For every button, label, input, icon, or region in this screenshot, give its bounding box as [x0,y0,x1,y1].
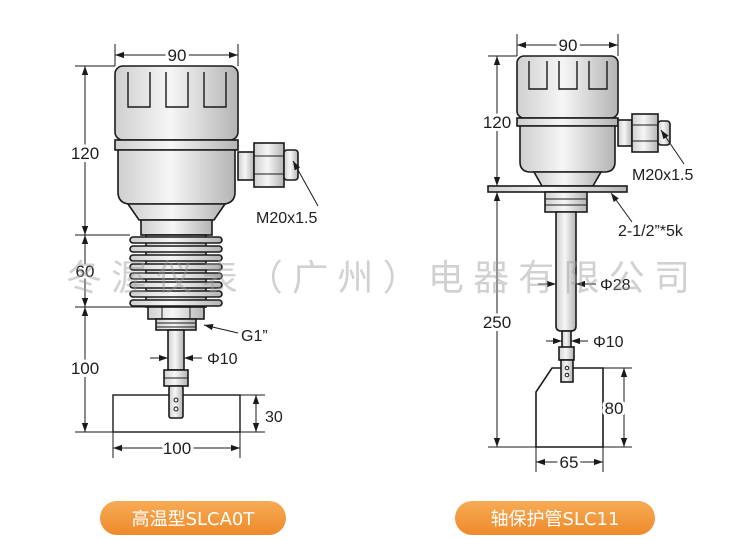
housing-body [117,149,236,205]
left-model-drawing: 90 120 60 100 30 100 Φ10 G1” M20x1.5 [68,43,319,461]
dim-housing-width: 90 [559,36,578,55]
dim-insertion-length: 100 [71,359,99,378]
cable-gland [617,113,671,153]
label-pill [455,501,655,535]
model-name-right: 轴保护管SLC11 [491,509,620,530]
dim-housing-height: 120 [483,113,511,132]
tube-fitting [544,191,588,213]
leader-gland [660,129,685,165]
paddle-hole [173,406,179,412]
dim-insertion-length: 250 [483,313,511,332]
shaft [167,329,185,371]
cap-slot [165,72,189,108]
housing-body [519,125,616,173]
cap-slot [203,72,227,108]
paddle [535,367,604,448]
dim-housing-height: 120 [71,144,99,163]
dim-housing-width: 90 [168,46,187,65]
housing-band [516,117,619,127]
callout-shaft-diameter: Φ10 [207,351,238,368]
neck-collar [140,219,213,236]
cooling-fins [129,234,223,308]
leader-gland [292,160,319,207]
mounting-flange [487,185,628,193]
cable-gland [237,142,299,188]
right-model-drawing: 90 120 250 Φ28 Φ10 80 65 2-1/2”*5k M20x1… [480,33,694,475]
housing-cap [516,55,619,119]
leader-flange [610,192,633,223]
process-fitting [147,306,205,331]
callout-cable-gland: M20x1.5 [256,210,317,227]
dim-fins-height: 60 [76,262,95,281]
housing-neck [126,203,227,221]
housing-band [114,139,239,151]
model-label-left: 高温型SLCA0T [100,501,286,535]
dim-paddle-width: 65 [560,453,579,472]
cap-slot [588,61,608,90]
dim-paddle-width: 100 [163,439,191,458]
model-name-left: 高温型SLCA0T [132,509,256,530]
callout-flange: 2-1/2”*5k [618,223,684,240]
callout-tube-diameter: Φ28 [600,277,631,294]
paddle-hole [173,397,179,403]
housing-cap [114,65,239,141]
paddle-hub [560,359,574,383]
callout-process-thread: G1” [241,328,268,345]
cap-slot [558,61,578,90]
housing-neck [532,171,603,187]
callout-cable-gland: M20x1.5 [632,167,693,184]
watermark-text: 冬渥仪表（广州）电器有限公司 [66,258,690,299]
model-label-right: 轴保护管SLC11 [455,501,655,535]
dim-paddle-height: 30 [265,409,283,426]
cap-slot [127,72,151,108]
leader-thread [203,323,239,334]
label-pill [100,501,286,535]
cap-slot [528,61,548,90]
shaft-coupling [558,346,575,361]
dim-paddle-height: 80 [605,399,624,418]
callout-shaft-diameter: Φ10 [593,334,624,351]
